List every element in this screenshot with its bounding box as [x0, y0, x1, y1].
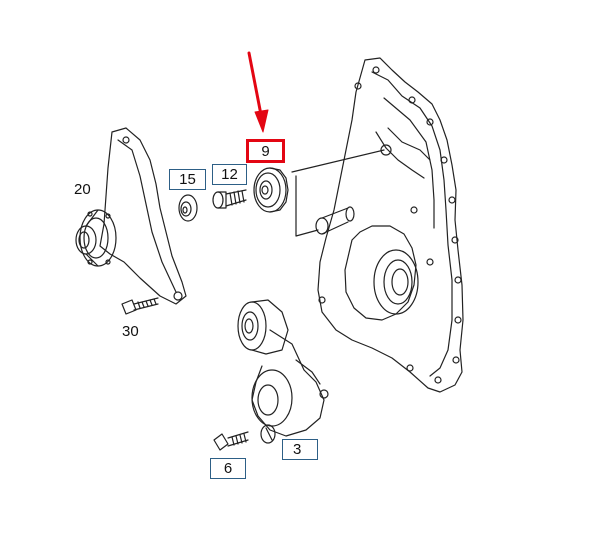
callout-30: 30 [122, 323, 139, 340]
callout-box-12[interactable]: 12 [212, 164, 247, 185]
callout-box-9-highlighted[interactable]: 9 [246, 139, 285, 163]
callout-20: 20 [74, 181, 91, 198]
callout-6: 6 [223, 460, 233, 477]
callout-box-15[interactable]: 15 [169, 169, 206, 190]
bolt-6 [213, 431, 249, 451]
bolt-30 [121, 297, 159, 315]
callout-3: 3 [293, 441, 302, 458]
callout-box-3[interactable]: 3 [282, 439, 318, 460]
callout-12: 12 [221, 166, 238, 183]
callout-9: 9 [261, 143, 270, 160]
washer-15 [178, 194, 198, 222]
leader-lines [291, 149, 385, 237]
callout-15: 15 [179, 171, 196, 188]
highlight-arrow [247, 51, 269, 133]
callout-box-6[interactable]: 6 [210, 458, 246, 479]
pulley-9 [253, 167, 289, 213]
tensioner-3 [237, 299, 329, 444]
bracket-20 [75, 127, 187, 305]
bolt-12 [212, 189, 247, 209]
timing-cover [315, 57, 464, 393]
